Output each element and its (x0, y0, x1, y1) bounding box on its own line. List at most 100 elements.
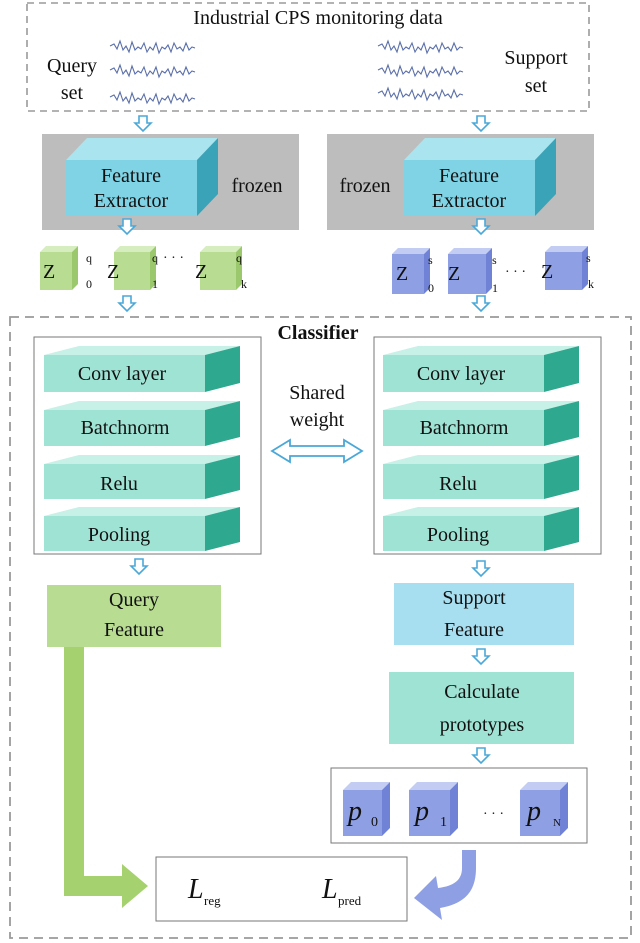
support-set-label-line2: set (525, 75, 548, 97)
layer-relu-right (383, 455, 579, 499)
monitoring-data-box: Industrial CPS monitoring data Query set… (26, 2, 590, 112)
query-feature-line2: Feature (104, 619, 164, 641)
down-arrow-icon (472, 295, 490, 312)
layer-conv-right (383, 346, 579, 392)
prototype-cube-0 (343, 782, 390, 836)
support-z0-sup: s (428, 253, 433, 267)
support-feature-line2: Feature (444, 619, 504, 641)
support-signal-waves (377, 40, 464, 101)
support-z1-sup: s (492, 253, 497, 267)
prototype-p1-symbol: p (413, 796, 429, 827)
calc-prototypes-line1: Calculate (444, 681, 520, 703)
extractor-left-frozen: frozen (231, 175, 282, 197)
prototype-p1-sub: 1 (440, 815, 447, 830)
classifier-stack-right: Conv layer Batchnorm Relu Pooling (373, 336, 602, 555)
query-cube-1 (114, 246, 156, 290)
support-ellipsis: · · · (505, 265, 526, 280)
loss-reg-symbol: L (187, 874, 204, 905)
down-arrow-icon (472, 747, 490, 764)
prototype-p0-sub: 0 (371, 815, 378, 830)
support-z1-symbol: Z (448, 263, 460, 285)
query-cube-k (200, 246, 242, 290)
query-signal-waves (109, 40, 196, 105)
layer-relu-left (44, 455, 240, 499)
down-arrow-icon (472, 560, 490, 577)
shared-weight-line1: Shared (289, 382, 345, 404)
layer-pooling-right-label: Pooling (427, 524, 489, 546)
query-zk-sup: q (236, 251, 242, 265)
extractor-left-line2: Extractor (94, 190, 169, 212)
support-feature-cubes: Z s 0 Z s 1 · · · Z s k (392, 246, 594, 295)
classifier-stack-left: Conv layer Batchnorm Relu Pooling (33, 336, 262, 555)
layer-batchnorm-right-label: Batchnorm (420, 417, 509, 439)
extractor-right-line2: Extractor (432, 190, 507, 212)
prototype-ellipsis: · · · (483, 807, 504, 822)
support-cube-k (545, 246, 588, 290)
calc-prototypes-line2: prototypes (440, 714, 525, 736)
query-z0-symbol: Z (43, 261, 55, 283)
layer-relu-left-label: Relu (100, 473, 138, 495)
query-zk-sub: k (241, 277, 247, 291)
layer-batchnorm-left-label: Batchnorm (81, 417, 170, 439)
support-feature-line1: Support (442, 587, 506, 609)
support-feature-box: Support Feature (394, 583, 574, 645)
feature-extractor-left: Feature Extractor frozen (42, 134, 299, 230)
query-z1-sup: q (152, 251, 158, 265)
support-z0-symbol: Z (396, 263, 408, 285)
layer-relu-right-label: Relu (439, 473, 477, 495)
double-arrow-icon (270, 438, 364, 464)
extractor-left-line1: Feature (101, 165, 161, 187)
blue-flow-arrow (414, 850, 476, 920)
extractor-right-frozen: frozen (339, 175, 390, 197)
calculate-prototypes-box: Calculate prototypes (389, 672, 574, 744)
query-ellipsis: · · · (163, 251, 184, 266)
query-z1-symbol: Z (107, 261, 119, 283)
support-cube-1 (448, 248, 492, 294)
layer-pooling-left-label: Pooling (88, 524, 150, 546)
support-cube-0 (392, 248, 430, 294)
extractor-right-line1: Feature (439, 165, 499, 187)
down-arrow-icon (134, 115, 152, 132)
loss-pred-symbol: L (321, 874, 338, 905)
layer-pooling-left (44, 507, 240, 551)
layer-conv-left (44, 346, 240, 392)
loss-reg-sub: reg (204, 893, 221, 908)
classifier-title: Classifier (277, 322, 358, 344)
prototype-cube-1 (409, 782, 458, 836)
prototypes-box: p 0 p 1 · · · p N (330, 767, 588, 844)
down-arrow-icon (472, 648, 490, 665)
down-arrow-icon (472, 115, 490, 132)
query-cube-0 (40, 246, 78, 290)
shared-weight-line2: weight (290, 409, 345, 431)
prototype-cube-n (520, 782, 568, 836)
green-flow-arrow (64, 647, 148, 908)
down-arrow-icon (118, 295, 136, 312)
prototype-pn-sub: N (553, 817, 561, 829)
layer-batchnorm-right (383, 401, 579, 446)
support-zk-symbol: Z (541, 261, 553, 283)
support-set-label-line1: Support (504, 47, 568, 69)
query-z0-sub: 0 (86, 277, 92, 291)
monitoring-data-title: Industrial CPS monitoring data (193, 7, 443, 29)
query-set-label-line2: set (61, 82, 84, 104)
loss-box: L reg L pred (155, 856, 408, 922)
query-zk-symbol: Z (195, 261, 207, 283)
prototype-p0-symbol: p (346, 796, 362, 827)
classifier-region: Classifier (9, 316, 632, 939)
layer-batchnorm-left (44, 401, 240, 446)
query-feature-box: Query Feature (47, 585, 221, 647)
prototype-pn-symbol: p (525, 796, 541, 827)
shared-weight: Shared weight (270, 382, 364, 464)
layer-conv-right-label: Conv layer (417, 363, 506, 385)
query-z1-sub: 1 (152, 277, 158, 291)
support-z1-sub: 1 (492, 281, 498, 295)
layer-pooling-right (383, 507, 579, 551)
support-zk-sup: s (586, 251, 591, 265)
query-z0-sup: q (86, 251, 92, 265)
loss-pred-sub: pred (338, 893, 362, 908)
query-feature-cubes: Z q 0 Z q 1 · · · Z q k (40, 246, 247, 291)
feature-extractor-right: Feature Extractor frozen (327, 134, 594, 230)
query-feature-line1: Query (109, 589, 159, 611)
query-set-label-line1: Query (47, 55, 97, 77)
